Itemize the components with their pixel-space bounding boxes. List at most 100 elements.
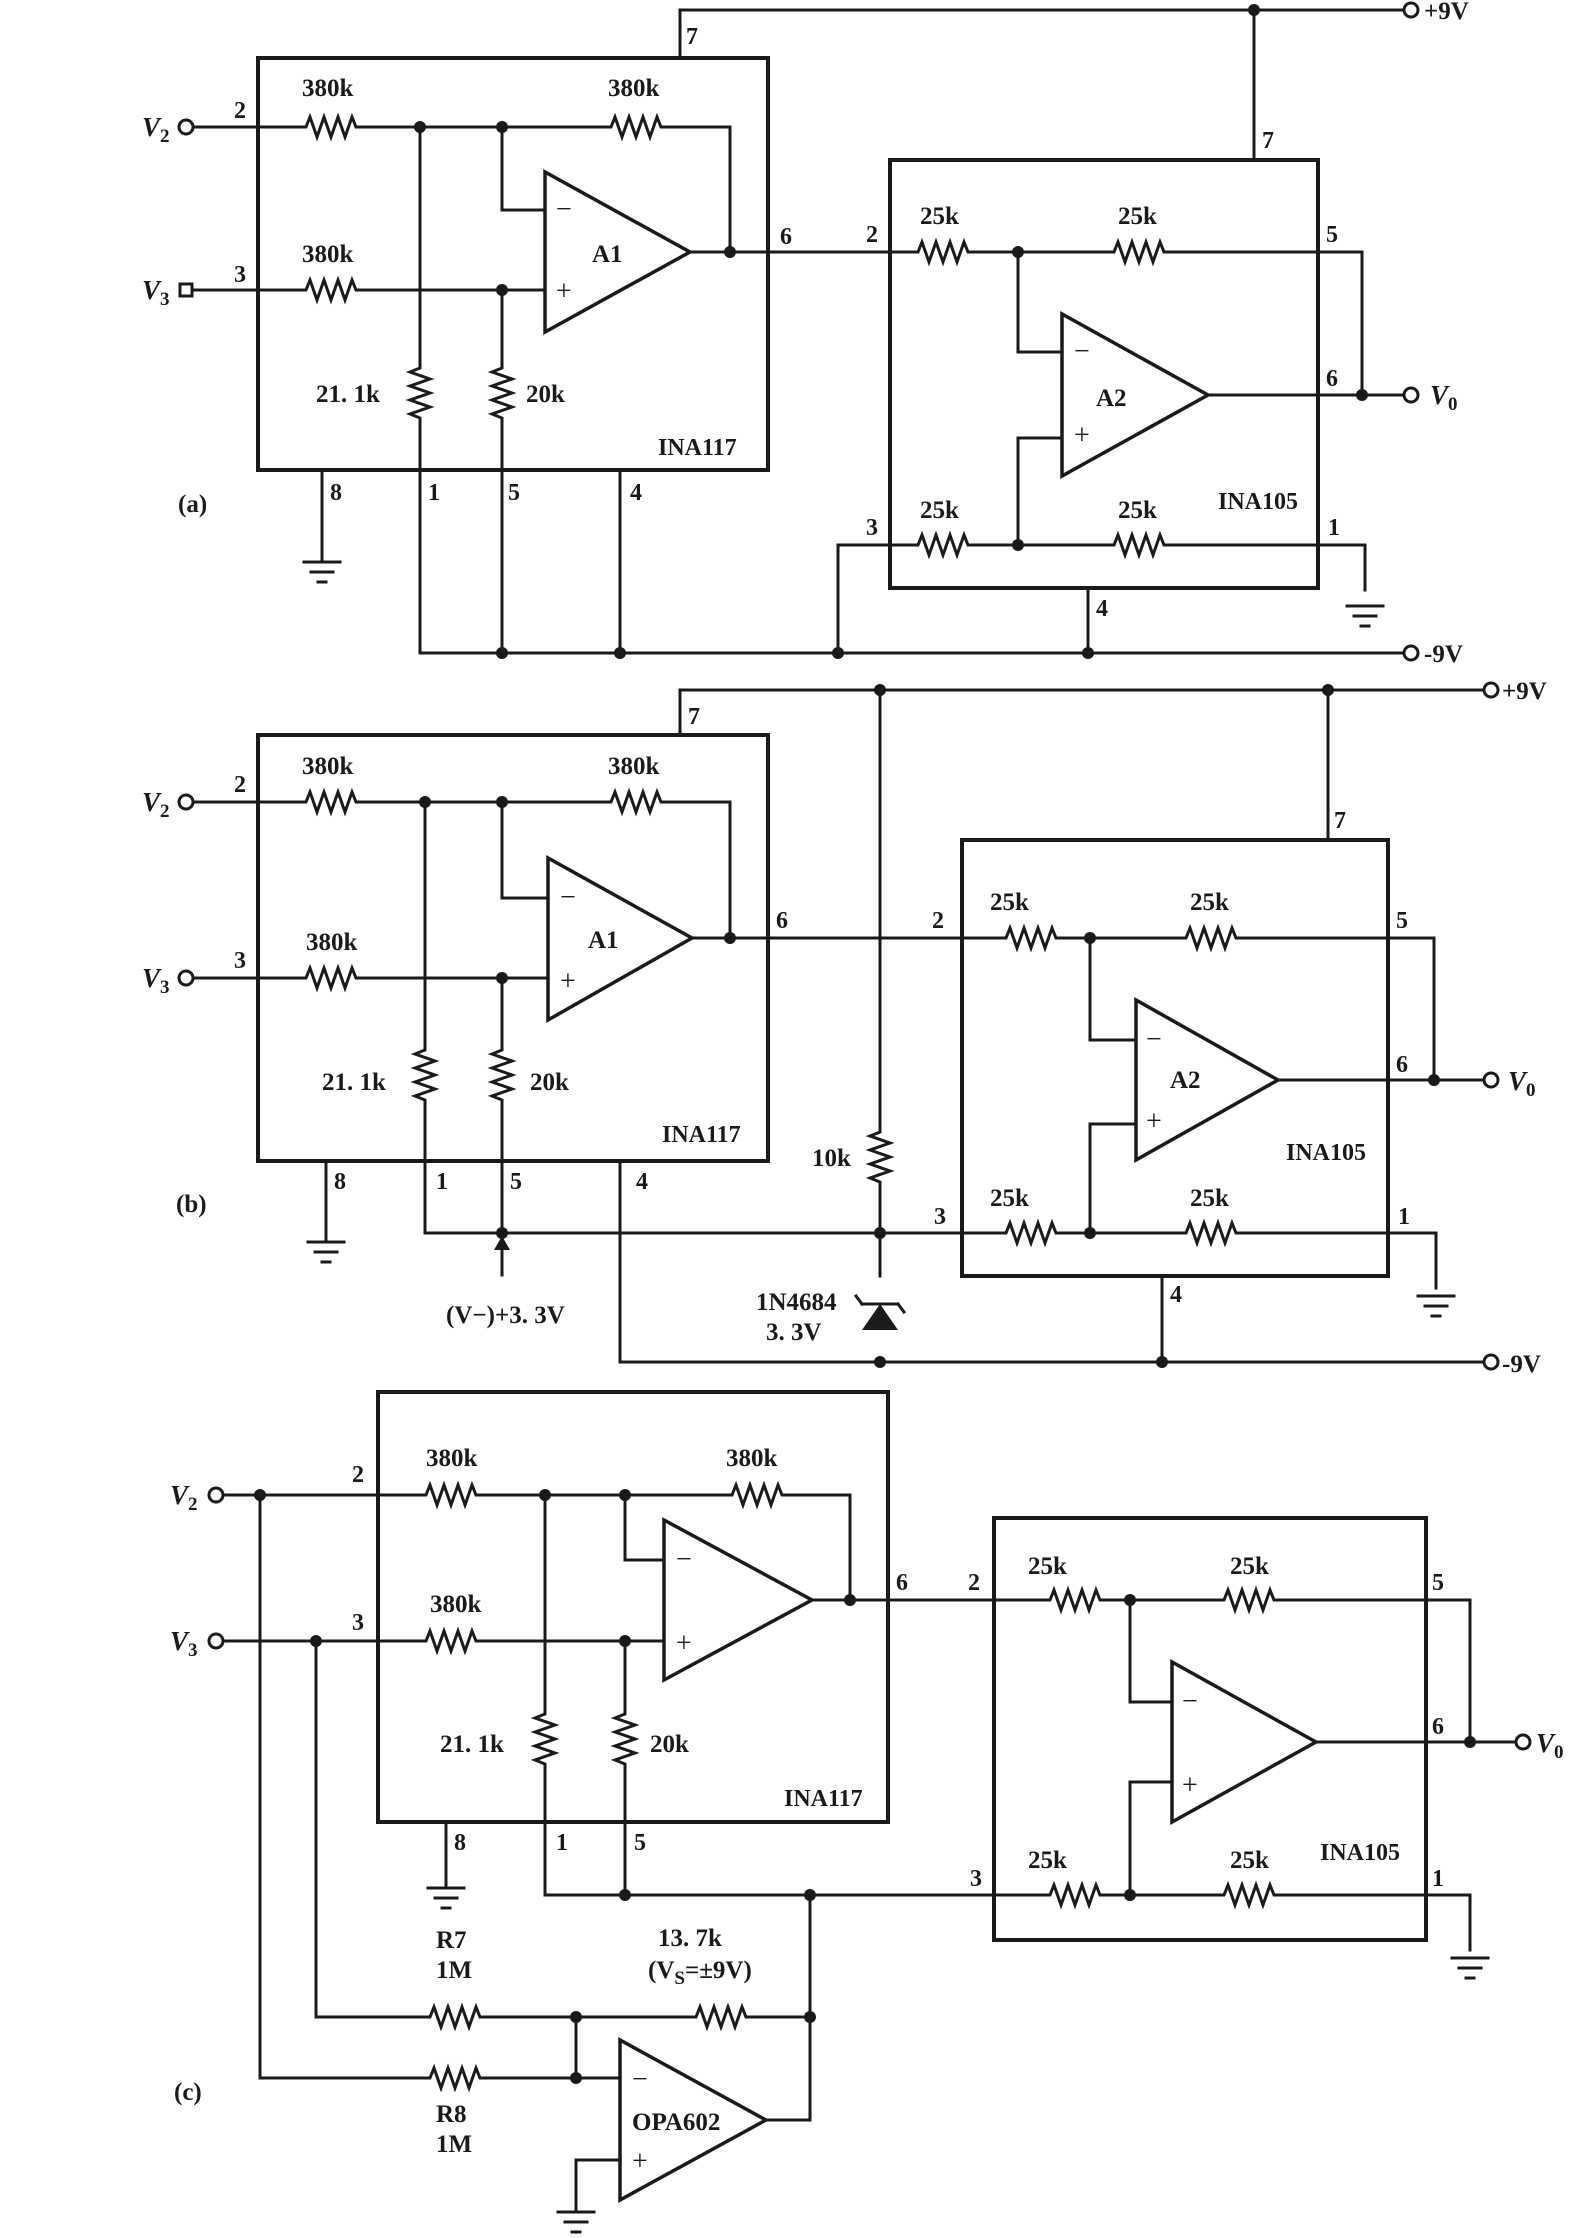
ina117-a-pin-6: 6: [780, 224, 792, 250]
ina117-b-pin-1: 1: [436, 1169, 448, 1195]
ina105-b-pin-1: 1: [1398, 1204, 1410, 1230]
ina105-c-box: [992, 1516, 1428, 1942]
svg-text:−: −: [1074, 336, 1090, 367]
ina105-a-r-ref-value: 25k: [1118, 497, 1157, 524]
ina117-c-pin-1: 1: [556, 1830, 568, 1856]
ground-a-ina117: [302, 560, 342, 584]
opamp-opa602: [618, 2037, 770, 2203]
ground-a-ina105: [1345, 604, 1385, 628]
ina117-a-pin-2: 2: [234, 98, 246, 124]
ina105-b-pin-7: 7: [1334, 808, 1346, 834]
ina105-a-pin-6: 6: [1326, 366, 1338, 392]
ina117-b-r-fb-value: 380k: [608, 753, 660, 780]
v2-b-terminal[interactable]: [177, 793, 195, 811]
ina117-c-pin-5: 5: [634, 1830, 646, 1856]
ina105-c-r-ref-value: 25k: [1230, 1847, 1269, 1874]
ina117-b-box: [256, 733, 770, 1163]
ground-b-ina105: [1416, 1294, 1456, 1318]
ina117-b-r-in-pos: [298, 966, 366, 990]
ina117-a-box: [256, 56, 770, 472]
v2-a-label: V2: [142, 112, 170, 147]
svg-text:+: +: [676, 1628, 692, 1659]
ina105-c-r-ref: [1216, 1883, 1284, 1907]
ina117-a-pin-4: 4: [630, 480, 642, 506]
ina105-b-r-in-pos-value: 25k: [990, 1185, 1029, 1212]
ground-c-opa602: [556, 2210, 596, 2234]
v3-c-terminal[interactable]: [207, 1632, 225, 1650]
ina117-b-pin-2: 2: [234, 772, 246, 798]
ina105-a-pin-5: 5: [1326, 222, 1338, 248]
ina105-c-pin-3: 3: [970, 1866, 982, 1892]
r7-value: 1M: [436, 1957, 472, 1984]
opamp-a1-a-label: A1: [592, 241, 623, 268]
v3-a-terminal[interactable]: [178, 282, 194, 298]
ina117-a-pin-8: 8: [330, 480, 342, 506]
v3-b-label: V3: [142, 963, 170, 998]
vpos-a-terminal[interactable]: [1402, 1, 1420, 19]
ina117-b-r-in-neg: [298, 790, 366, 814]
zener-b-part: 1N4684: [756, 1289, 837, 1316]
ina117-a-r-pin5-value: 20k: [526, 381, 565, 408]
vo-c-terminal[interactable]: [1514, 1733, 1532, 1751]
ina105-a-pin-4: 4: [1096, 596, 1108, 622]
v2-b-label: V2: [142, 787, 170, 822]
vo-a-terminal[interactable]: [1402, 386, 1420, 404]
ina105-c-r-fb-value: 25k: [1230, 1553, 1269, 1580]
v2-c-terminal[interactable]: [207, 1486, 225, 1504]
bias-resistor-b-value: 10k: [812, 1145, 851, 1172]
ina117-b-r-in-neg-value: 380k: [302, 753, 354, 780]
vo-b-terminal[interactable]: [1482, 1071, 1500, 1089]
ina105-c-r-fb: [1216, 1588, 1284, 1612]
ina117-b-name: INA117: [662, 1122, 741, 1148]
ina105-b-box: [960, 838, 1390, 1278]
vneg-b-terminal[interactable]: [1482, 1353, 1500, 1371]
ina117-a-r-in-pos: [298, 278, 366, 302]
vpos-b-terminal[interactable]: [1482, 681, 1500, 699]
circuit-a: V2 V3 2 3 380k 380k 380k − + A1 6 21. 1k…: [142, 0, 1469, 668]
opamp-a1-c: [662, 1517, 816, 1683]
ina105-a-r-fb: [1106, 240, 1174, 264]
opamp-c-ina105: [1170, 1659, 1320, 1825]
v2-a-terminal[interactable]: [177, 118, 195, 136]
zener-diode-b: [853, 1293, 907, 1330]
ina105-b-pin-6: 6: [1396, 1052, 1408, 1078]
ina105-c-pin-5: 5: [1432, 1570, 1444, 1596]
opa602-label: OPA602: [632, 2109, 720, 2136]
ina105-a-pin-7: 7: [1262, 128, 1274, 154]
opamp-a1-b: [546, 855, 696, 1024]
circuit-c: V2 V3 2 3 380k 380k 380k − + 6 21. 1k 20…: [170, 1390, 1564, 2234]
svg-text:−: −: [676, 1544, 692, 1575]
ina117-c-r-in-pos-value: 380k: [430, 1591, 482, 1618]
svg-text:−: −: [632, 2064, 648, 2095]
svg-text:+: +: [560, 966, 576, 997]
svg-text:−: −: [1182, 1686, 1198, 1717]
vpos-b-label: +9V: [1502, 678, 1547, 705]
ina117-a-r-pin1-value: 21. 1k: [316, 381, 380, 408]
r8-value: 1M: [436, 2131, 472, 2158]
ground-b-ina117: [306, 1240, 346, 1264]
ina105-c-r-in-pos-value: 25k: [1028, 1847, 1067, 1874]
svg-text:−: −: [1146, 1024, 1162, 1055]
ina105-b-r-fb-value: 25k: [1190, 889, 1229, 916]
ina105-a-pin-2: 2: [866, 222, 878, 248]
ina117-c-pin-2: 2: [352, 1462, 364, 1488]
ina117-b-pin-6: 6: [776, 908, 788, 934]
ina105-b-r-fb: [1178, 926, 1246, 950]
ina105-b-r-in-neg-value: 25k: [990, 889, 1029, 916]
ina117-c-box: [376, 1390, 890, 1824]
opamp-a2-a-label: A2: [1096, 385, 1127, 412]
v3-b-terminal[interactable]: [177, 969, 195, 987]
ina105-c-name: INA105: [1320, 1840, 1400, 1866]
vo-a-label: V0: [1430, 380, 1458, 415]
ina117-a-r-in-neg: [298, 115, 366, 139]
ina117-b-r-pin5: [490, 1042, 514, 1110]
ina117-c-name: INA117: [784, 1786, 863, 1812]
rf-c-note: (VS=±9V): [648, 1957, 752, 1989]
ina117-b-r-pin1: [413, 1042, 437, 1110]
ina117-b-pin-4: 4: [636, 1169, 648, 1195]
vneg-a-terminal[interactable]: [1402, 644, 1420, 662]
v3-c-label: V3: [170, 1626, 198, 1661]
resistor-rf-c: [688, 2005, 756, 2029]
ina117-a-pin-7: 7: [686, 24, 698, 50]
opamp-a1-a: [543, 169, 694, 335]
